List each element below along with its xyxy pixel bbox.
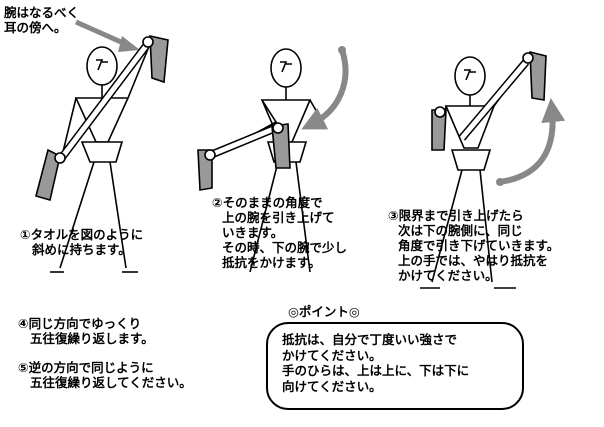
point-title: ◎ポイント◎	[288, 304, 360, 319]
step-5-line-2: 五往復繰り返してください。	[30, 375, 192, 390]
upward-curve-arrow-2	[301, 49, 349, 130]
step-1-text: ①タオルを図のように 斜めに持ちます。	[20, 227, 143, 257]
point-line-2: かけてください。	[282, 347, 382, 363]
step-3-line-4: 上の手では、やはり抵抗を	[398, 253, 549, 268]
step-3-line-2: 次は下の腕側に、同じ	[398, 223, 523, 238]
point-text: 抵抗は、自分で丁度いい強さで かけてください。 手のひらは、上は上に、下は下に …	[282, 332, 469, 394]
point-line-3: 手のひらは、上は上に、下は下に	[282, 363, 470, 378]
step-2-line-3: いきます。	[222, 225, 284, 240]
step-2-line-4: その時、下の腕で少し	[222, 240, 348, 255]
step-2-line-2: 上の腕を引き上げて	[222, 210, 335, 225]
point-line-4: 向けてください。	[282, 378, 382, 394]
step-1-line-2: 斜めに持ちます。	[32, 242, 131, 257]
upward-curve-arrow-3	[499, 98, 566, 185]
note-top-line-2: 耳の傍へ。	[4, 20, 67, 35]
step-5-text: ⑤逆の方向で同じように 五往復繰り返してください。	[18, 360, 192, 390]
point-callout-box: 抵抗は、自分で丁度いい強さで かけてください。 手のひらは、上は上に、下は下に …	[266, 322, 524, 410]
step-3-line-5: かけてください。	[398, 268, 498, 283]
step-5-line-1: ⑤逆の方向で同じように	[18, 360, 154, 375]
point-line-1: 抵抗は、自分で丁度いい強さで	[282, 332, 458, 347]
step-3-text: ③限界まで引き上げたら 次は下の腕側に、同じ 角度で引き下げていきます。 上の手…	[388, 208, 559, 283]
step-3-line-1: ③限界まで引き上げたら	[388, 208, 524, 223]
step-4-line-1: ④同じ方向でゆっくり	[18, 316, 142, 331]
step-3-line-3: 角度で引き下げていきます。	[398, 238, 560, 253]
step-4-text: ④同じ方向でゆっくり 五往復繰り返します。	[18, 316, 154, 346]
step-2-line-1: ②そのままの角度で	[212, 195, 323, 210]
note-top-line-1: 腕はなるべく	[4, 5, 80, 20]
step-2-text: ②そのままの角度で 上の腕を引き上げて いきます。 その時、下の腕で少し 抵抗を…	[212, 195, 347, 270]
figure-2	[197, 48, 327, 273]
note-pointer-arrow	[74, 19, 140, 52]
figure-1	[35, 34, 169, 273]
step-4-line-2: 五往復繰り返します。	[30, 331, 154, 346]
step-2-line-5: 抵抗をかけます。	[222, 255, 321, 270]
step-1-line-1: ①タオルを図のように	[20, 227, 144, 242]
note-top: 腕はなるべく 耳の傍へ。	[4, 5, 79, 35]
